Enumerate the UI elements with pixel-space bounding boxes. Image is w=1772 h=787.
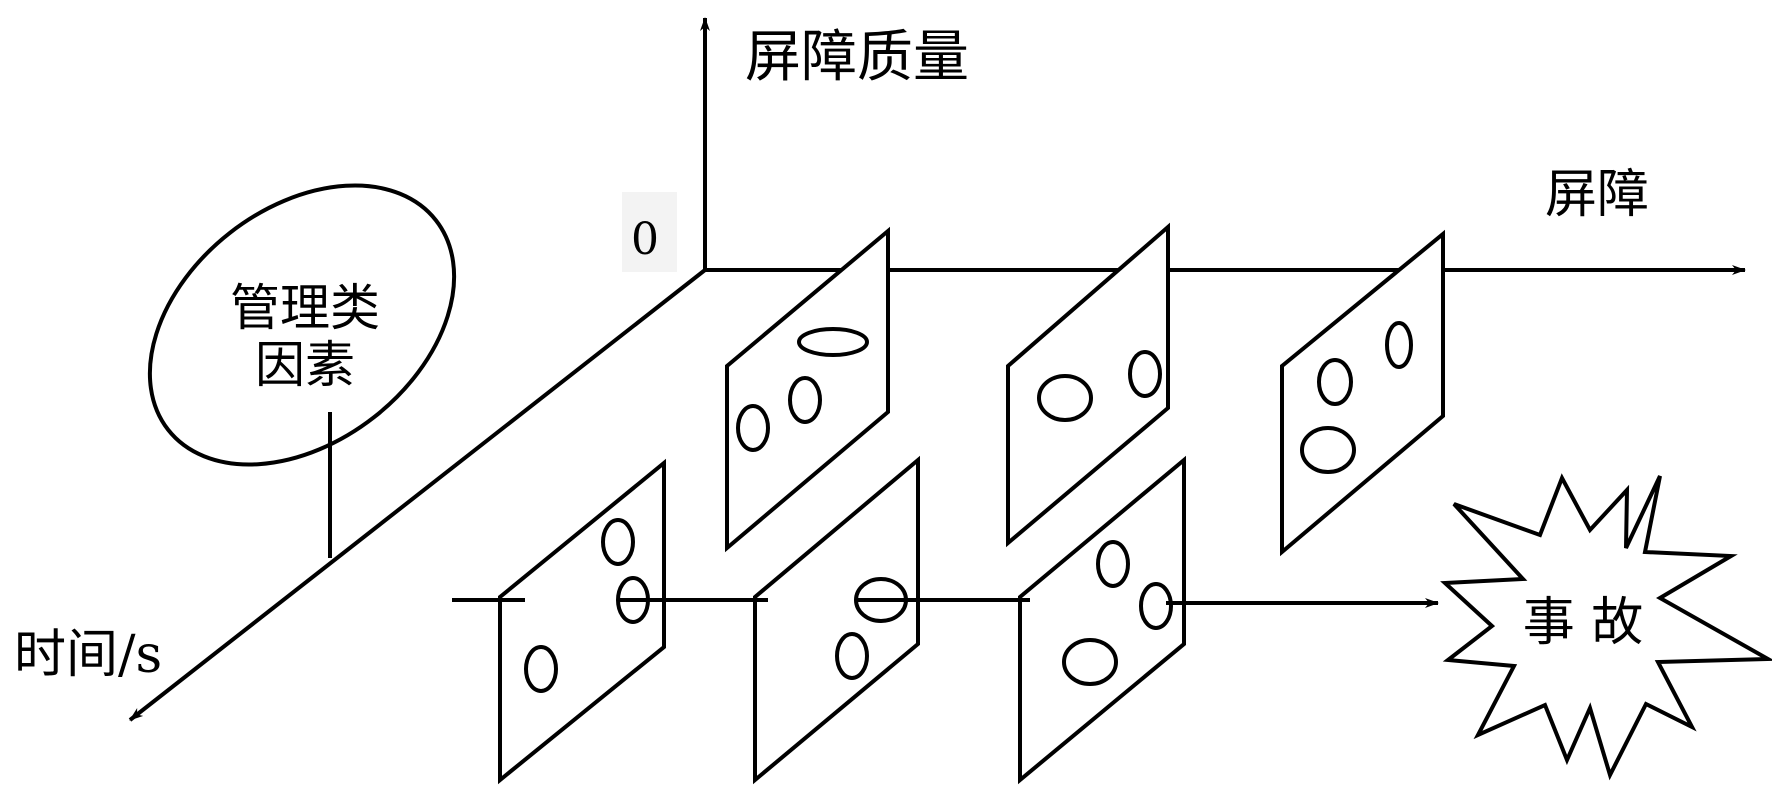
y-axis-label: 屏障质量: [745, 25, 969, 90]
barrier-hole: [1128, 350, 1162, 398]
origin-label: 0: [631, 214, 659, 265]
barrier-hole: [788, 376, 822, 424]
barrier-hole: [1317, 358, 1353, 406]
time-axis-label: 时间/s: [14, 625, 162, 685]
barrier-hole: [1096, 540, 1130, 588]
back-row-barriers: [725, 222, 1445, 557]
management-factors-line2: 因素: [255, 336, 355, 394]
accident-burst: 事 故: [1440, 473, 1772, 781]
barrier-hole: [835, 632, 869, 680]
accident-trajectory: [452, 598, 1439, 608]
barrier-plate: [1018, 455, 1186, 785]
barrier-hole: [797, 327, 869, 357]
barrier-hole: [736, 404, 770, 452]
barrier-hole: [601, 518, 635, 566]
barrier-hole: [524, 645, 558, 693]
barrier-plate: [498, 458, 666, 785]
accident-burst-shape: [1440, 473, 1772, 781]
time-axis: [128, 268, 707, 722]
barrier-hole: [1385, 321, 1413, 369]
barrier-hole: [1037, 374, 1093, 422]
barrier-plate: [753, 455, 920, 785]
management-factors-ellipse: [147, 183, 457, 467]
x-axis-label: 屏障: [1545, 165, 1649, 225]
management-factors: 管理类 因素: [147, 183, 457, 558]
origin-label-bg: [622, 192, 677, 272]
barrier-plate: [1280, 229, 1445, 557]
barrier-hole: [1139, 582, 1173, 630]
barrier-hole: [1300, 426, 1356, 474]
barrier-plate: [725, 226, 890, 553]
management-factors-line1: 管理类: [230, 279, 380, 337]
accident-label: 事 故: [1523, 593, 1644, 653]
front-row-barriers: [498, 455, 1186, 785]
barrier-hole: [1062, 638, 1118, 686]
barrier-plate: [1006, 222, 1170, 548]
